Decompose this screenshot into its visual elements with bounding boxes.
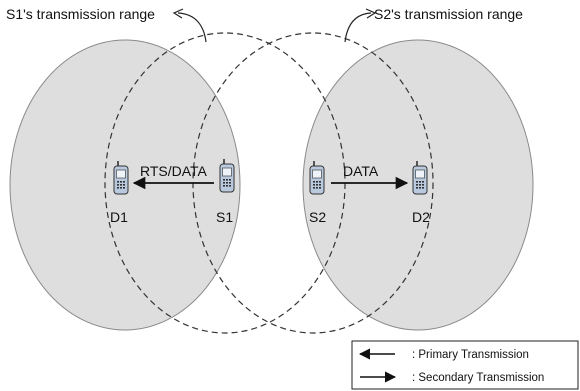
node-label: D1: [110, 209, 128, 225]
s1-range-label: S1's transmission range: [6, 6, 155, 22]
primary-link-label: RTS/DATA: [140, 163, 208, 179]
mobile-phone-icon: [219, 158, 235, 193]
s2-range-label: S2's transmission range: [374, 6, 523, 22]
legend-item-primary: : Primary Transmission: [358, 348, 529, 361]
node-s1: S1: [216, 158, 235, 225]
mobile-phone-icon: [113, 160, 129, 195]
mobile-phone-icon: [309, 160, 325, 195]
legend-item-secondary: : Secondary Transmission: [360, 371, 544, 384]
node-label: S2: [309, 209, 326, 225]
mobile-phone-icon: [412, 160, 428, 195]
node-d2: D2: [412, 160, 430, 225]
legend: : Primary Transmission : Secondary Trans…: [351, 340, 579, 390]
legend-secondary-label: : Secondary Transmission: [412, 372, 544, 384]
s1-range-callout: [177, 12, 207, 43]
secondary-link-label: DATA: [343, 163, 379, 179]
node-d1: D1: [110, 160, 129, 225]
node-label: D2: [412, 209, 430, 225]
node-label: S1: [216, 209, 233, 225]
legend-primary-label: : Primary Transmission: [412, 349, 529, 361]
node-s2: S2: [309, 160, 326, 225]
s2-range-callout: [344, 12, 372, 43]
